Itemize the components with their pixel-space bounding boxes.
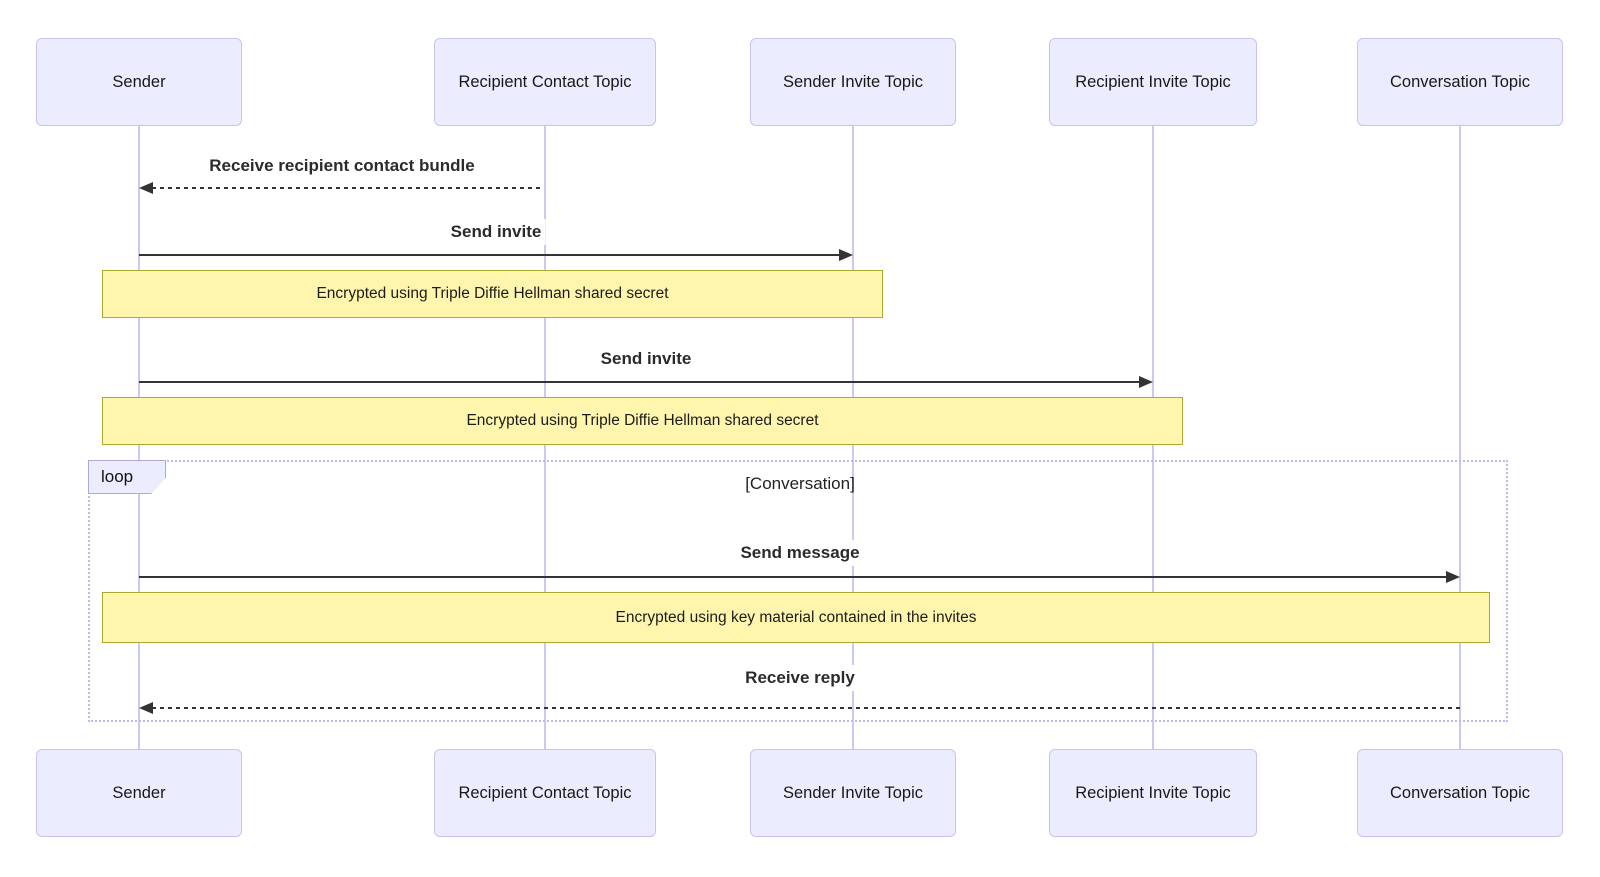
actor-top-recipient-contact-topic: Recipient Contact Topic <box>434 38 656 126</box>
loop-label: loop <box>101 467 134 486</box>
message-label-receive-recipient-contact-bundle: Receive recipient contact bundle <box>205 153 479 179</box>
message-label-send-invite-2: Send invite <box>596 346 696 372</box>
message-label-send-message: Send message <box>736 540 864 566</box>
note-encrypted-key-material: Encrypted using key material contained i… <box>102 592 1490 643</box>
actor-top-conversation-topic: Conversation Topic <box>1357 38 1563 126</box>
actor-bottom-sender: Sender <box>36 749 242 837</box>
actor-bottom-recipient-invite-topic: Recipient Invite Topic <box>1049 749 1257 837</box>
actor-label: Recipient Invite Topic <box>1075 72 1231 91</box>
actor-bottom-conversation-topic: Conversation Topic <box>1357 749 1563 837</box>
arrowhead-right <box>1139 376 1153 388</box>
actor-label: Sender <box>112 72 166 91</box>
actor-label: Conversation Topic <box>1389 783 1531 802</box>
actor-label: Recipient Invite Topic <box>1075 783 1231 802</box>
message-line <box>152 707 1460 709</box>
lifeline-conversation-topic <box>1459 126 1461 749</box>
actor-label: Sender Invite Topic <box>782 72 924 91</box>
loop-condition-label: [Conversation] <box>745 474 855 493</box>
note-label: Encrypted using Triple Diffie Hellman sh… <box>316 285 669 302</box>
actor-top-sender: Sender <box>36 38 242 126</box>
actor-label: Sender <box>112 783 166 802</box>
message-line <box>139 381 1140 383</box>
arrowhead-right <box>1446 571 1460 583</box>
loop-label-tab: loop <box>88 460 166 494</box>
note-encrypted-3dh-2: Encrypted using Triple Diffie Hellman sh… <box>102 397 1183 445</box>
actor-label: Recipient Contact Topic <box>458 72 632 91</box>
message-label-receive-reply: Receive reply <box>741 665 859 691</box>
arrowhead-left <box>139 182 153 194</box>
note-label: Encrypted using Triple Diffie Hellman sh… <box>466 412 819 429</box>
actor-top-recipient-invite-topic: Recipient Invite Topic <box>1049 38 1257 126</box>
message-line <box>139 576 1447 578</box>
arrowhead-right <box>839 249 853 261</box>
actor-label: Sender Invite Topic <box>782 783 924 802</box>
loop-frame <box>88 460 1508 722</box>
actor-top-sender-invite-topic: Sender Invite Topic <box>750 38 956 126</box>
message-label-send-invite-1: Send invite <box>446 219 546 245</box>
note-label: Encrypted using key material contained i… <box>615 608 977 626</box>
note-encrypted-3dh-1: Encrypted using Triple Diffie Hellman sh… <box>102 270 883 318</box>
actor-label: Recipient Contact Topic <box>458 783 632 802</box>
actor-bottom-sender-invite-topic: Sender Invite Topic <box>750 749 956 837</box>
arrowhead-left <box>139 702 153 714</box>
actor-bottom-recipient-contact-topic: Recipient Contact Topic <box>434 749 656 837</box>
message-line <box>152 187 544 189</box>
actor-label: Conversation Topic <box>1389 72 1531 91</box>
message-line <box>139 254 840 256</box>
